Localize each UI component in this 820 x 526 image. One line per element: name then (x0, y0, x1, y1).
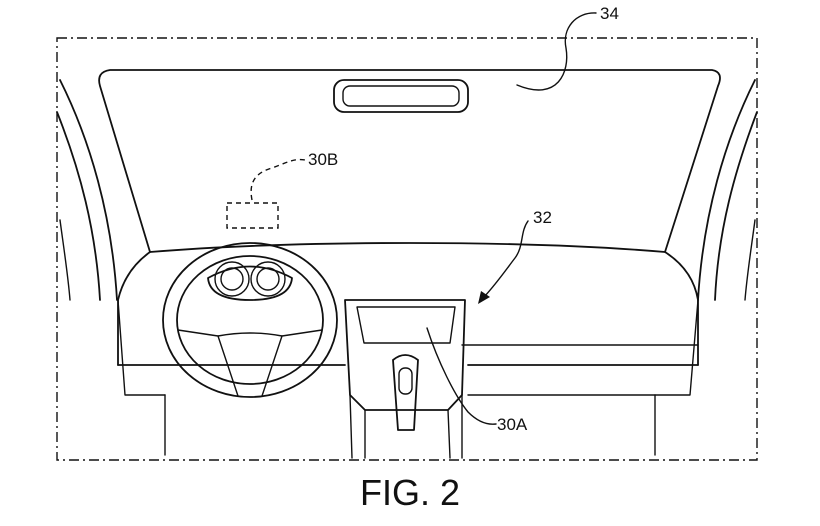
windshield (98, 69, 721, 253)
leader-30b (250, 158, 306, 201)
figure-caption: FIG. 2 (360, 472, 460, 513)
label-32: 32 (533, 208, 552, 227)
label-30a: 30A (497, 415, 528, 434)
hud-projection-zone (226, 202, 279, 229)
right-a-pillar (697, 79, 758, 301)
steering-wheel (162, 242, 338, 398)
leader-32 (483, 220, 529, 298)
leader-34 (516, 12, 597, 91)
figure-boundary (56, 37, 758, 461)
label-30b: 30B (308, 150, 338, 169)
leader-30a (426, 327, 497, 425)
left-a-pillar (56, 79, 118, 301)
label-34: 34 (600, 4, 619, 23)
instrument-cluster (207, 261, 293, 301)
rearview-mirror (333, 79, 469, 113)
dashboard (117, 251, 699, 456)
center-console (344, 299, 466, 459)
arrowhead-32 (478, 291, 490, 304)
